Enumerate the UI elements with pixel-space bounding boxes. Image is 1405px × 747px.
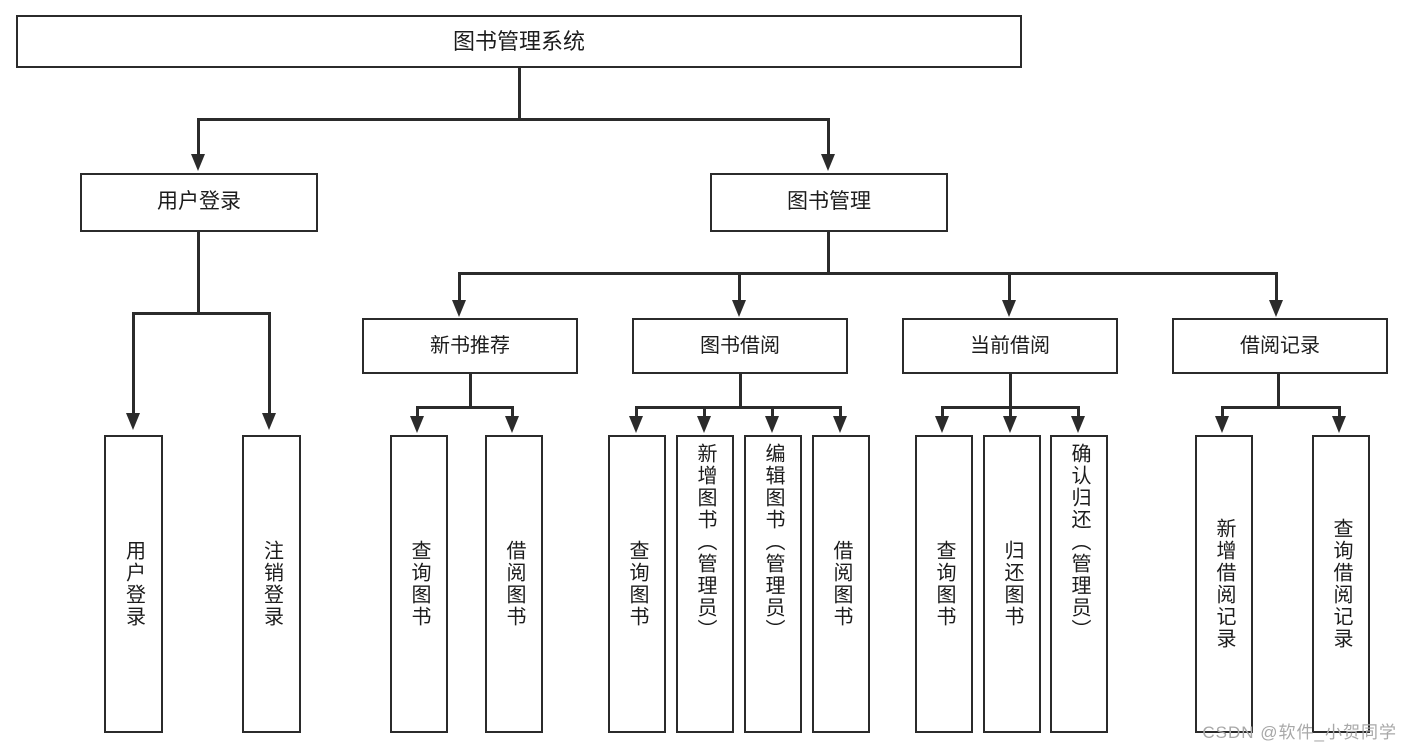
- node-label: 借阅图书: [830, 540, 852, 628]
- node-label: 当前借阅: [970, 334, 1050, 357]
- node-book-borrow[interactable]: 图书借阅: [632, 318, 848, 374]
- node-label: 借阅记录: [1240, 334, 1320, 357]
- connector-stem-book-borrow-leaves: [739, 374, 742, 406]
- node-label: 借阅图书: [503, 540, 525, 628]
- node-label: 新书推荐: [430, 334, 510, 357]
- connector-drop-br-2: [1338, 406, 1341, 418]
- node-label: 查询图书: [933, 540, 955, 628]
- node-label: 查询图书: [626, 540, 648, 628]
- node-label: 查询借阅记录: [1330, 518, 1352, 650]
- node-label: 查询图书: [408, 540, 430, 628]
- arrow-nb-2: [505, 416, 519, 433]
- node-borrow-record[interactable]: 借阅记录: [1172, 318, 1388, 374]
- arrow-bb-3: [765, 416, 779, 433]
- arrow-cb-3: [1071, 416, 1085, 433]
- connector-bus-new-book: [416, 406, 514, 409]
- connector-drop-login-2: [268, 312, 271, 415]
- node-current-borrow[interactable]: 当前借阅: [902, 318, 1118, 374]
- arrow-bb-2: [697, 416, 711, 433]
- node-label: 确认归还（管理员）: [1068, 443, 1090, 641]
- arrow-bb-1: [629, 416, 643, 433]
- connector-drop-nb-1: [416, 406, 419, 418]
- arrow-login-2: [262, 413, 276, 430]
- node-label: 归还图书: [1001, 540, 1023, 628]
- connector-drop-br-1: [1221, 406, 1224, 418]
- leaf-bb-edit-book[interactable]: 编辑图书（管理员）: [744, 435, 802, 733]
- arrow-br-2: [1332, 416, 1346, 433]
- node-user-login[interactable]: 用户登录: [80, 173, 318, 232]
- arrow-book-borrow: [732, 300, 746, 317]
- node-label: 图书管理: [787, 190, 871, 214]
- connector-bus-level3: [458, 272, 1278, 275]
- leaf-bb-borrow-book[interactable]: 借阅图书: [812, 435, 870, 733]
- connector-bus-level1: [197, 118, 830, 121]
- connector-bus-user-login: [132, 312, 270, 315]
- leaf-cb-query-book[interactable]: 查询图书: [915, 435, 973, 733]
- connector-stem-user-login: [197, 232, 200, 312]
- connector-drop-book-manage: [827, 118, 830, 156]
- connector-drop-user-login: [197, 118, 200, 156]
- connector-drop-cb-3: [1077, 406, 1080, 418]
- arrow-borrow-record: [1269, 300, 1283, 317]
- connector-drop-bb-1: [635, 406, 638, 418]
- arrow-new-book: [452, 300, 466, 317]
- leaf-cb-return-book[interactable]: 归还图书: [983, 435, 1041, 733]
- leaf-user-login[interactable]: 用户登录: [104, 435, 163, 733]
- connector-root-stem: [518, 68, 521, 118]
- connector-stem-current-borrow-leaves: [1009, 374, 1012, 406]
- leaf-logout[interactable]: 注销登录: [242, 435, 301, 733]
- connector-drop-cb-1: [941, 406, 944, 418]
- node-label: 用户登录: [157, 190, 241, 214]
- connector-drop-bb-2: [703, 406, 706, 418]
- csdn-watermark: CSDN @软件_小贺同学: [1202, 723, 1397, 742]
- arrow-cb-1: [935, 416, 949, 433]
- arrow-br-1: [1215, 416, 1229, 433]
- node-label: 图书管理系统: [452, 28, 585, 54]
- connector-stem-new-book: [469, 374, 472, 406]
- arrow-book-manage: [821, 154, 835, 171]
- node-root-system[interactable]: 图书管理系统: [16, 15, 1022, 68]
- node-label: 用户登录: [122, 540, 145, 628]
- connector-drop-new-book: [458, 272, 461, 302]
- connector-bus-book-borrow: [635, 406, 840, 409]
- leaf-br-add-record[interactable]: 新增借阅记录: [1195, 435, 1253, 733]
- arrow-login-1: [126, 413, 140, 430]
- arrow-nb-1: [410, 416, 424, 433]
- connector-drop-bb-3: [771, 406, 774, 418]
- connector-drop-book-borrow: [738, 272, 741, 302]
- node-label: 注销登录: [260, 540, 283, 628]
- node-label: 编辑图书（管理员）: [762, 443, 784, 641]
- node-book-manage[interactable]: 图书管理: [710, 173, 948, 232]
- leaf-cb-confirm-return[interactable]: 确认归还（管理员）: [1050, 435, 1108, 733]
- connector-drop-borrow-record: [1275, 272, 1278, 302]
- connector-stem-book-manage: [827, 232, 830, 272]
- connector-drop-login-1: [132, 312, 135, 415]
- leaf-br-query-record[interactable]: 查询借阅记录: [1312, 435, 1370, 733]
- leaf-bb-query-book[interactable]: 查询图书: [608, 435, 666, 733]
- node-label: 图书借阅: [700, 334, 780, 357]
- leaf-nb-query-book[interactable]: 查询图书: [390, 435, 448, 733]
- leaf-nb-borrow-book[interactable]: 借阅图书: [485, 435, 543, 733]
- arrow-user-login: [191, 154, 205, 171]
- leaf-bb-add-book[interactable]: 新增图书（管理员）: [676, 435, 734, 733]
- connector-drop-nb-2: [511, 406, 514, 418]
- connector-stem-borrow-record-leaves: [1277, 374, 1280, 406]
- arrow-current-borrow: [1002, 300, 1016, 317]
- arrow-cb-2: [1003, 416, 1017, 433]
- connector-bus-borrow-record: [1221, 406, 1341, 409]
- node-new-book-recommend[interactable]: 新书推荐: [362, 318, 578, 374]
- connector-drop-bb-4: [839, 406, 842, 418]
- node-label: 新增借阅记录: [1213, 518, 1235, 650]
- arrow-bb-4: [833, 416, 847, 433]
- connector-drop-current-borrow: [1008, 272, 1011, 302]
- node-label: 新增图书（管理员）: [694, 443, 716, 641]
- connector-drop-cb-2: [1009, 406, 1012, 418]
